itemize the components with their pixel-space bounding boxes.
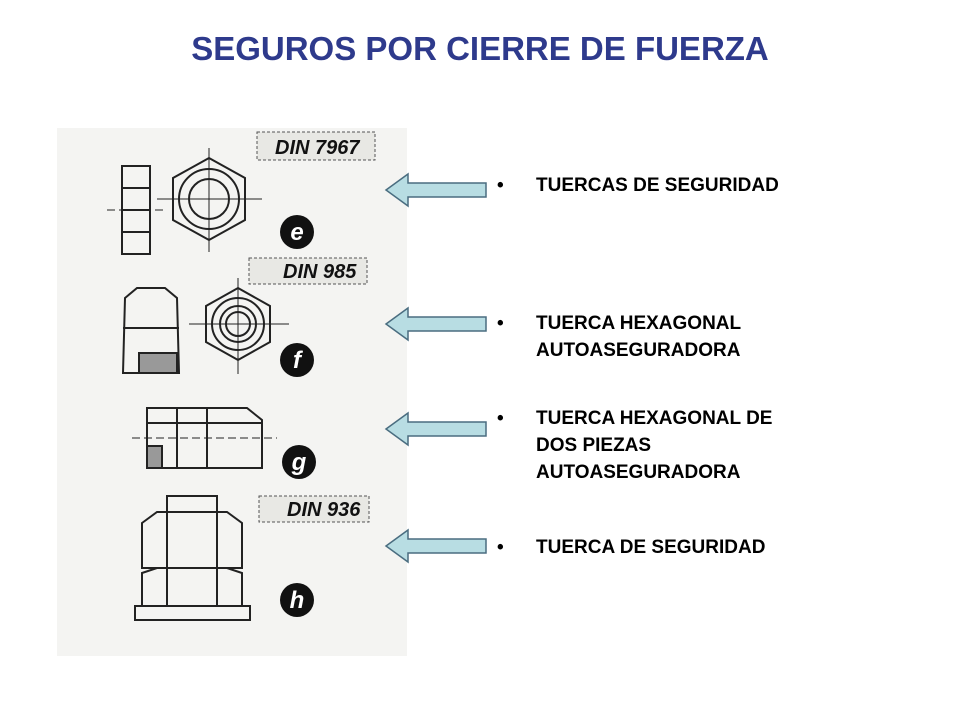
bullet-marker: • (497, 313, 504, 334)
letter-e: e (290, 219, 303, 246)
letter-f: f (293, 347, 303, 374)
arrow-left-icon (384, 411, 487, 447)
bullet-marker: • (497, 537, 504, 558)
figure-letters: e f g h (280, 215, 316, 617)
slide-title: SEGUROS POR CIERRE DE FUERZA (191, 30, 769, 67)
letter-h: h (290, 587, 305, 614)
arrow-left-icon (384, 172, 487, 208)
bullet-item-4: • TUERCA DE SEGURIDAD (497, 534, 937, 561)
bullet-item-3: • TUERCA HEXAGONAL DE DOS PIEZAS AUTOASE… (497, 405, 937, 486)
nut-drawings-figure: DIN 7967 DIN 985 DIN 936 e f g h (57, 128, 407, 656)
nut-drawing-g (132, 407, 277, 469)
bullet-text: TUERCAS DE SEGURIDAD (536, 175, 779, 196)
bullet-marker: • (497, 175, 504, 196)
din-label-1: DIN 7967 (275, 137, 360, 159)
din-label-3: DIN 936 (287, 499, 361, 521)
din-label-2: DIN 985 (283, 261, 357, 283)
bullet-text: TUERCA HEXAGONAL DE DOS PIEZAS AUTOASEGU… (536, 408, 773, 483)
arrow-left-icon (384, 528, 487, 564)
din-labels: DIN 7967 DIN 985 DIN 936 (248, 131, 376, 523)
bullet-item-1: • TUERCAS DE SEGURIDAD (497, 172, 937, 199)
arrow-left-icon (384, 306, 487, 342)
nut-drawing-f (121, 278, 289, 374)
nut-drawing-e (107, 148, 262, 255)
bullet-text: TUERCA DE SEGURIDAD (536, 537, 766, 558)
nut-drawing-h (134, 495, 251, 621)
bullet-text: TUERCA HEXAGONAL AUTOASEGURADORA (536, 313, 742, 361)
bullet-marker: • (497, 408, 504, 429)
bullet-item-2: • TUERCA HEXAGONAL AUTOASEGURADORA (497, 310, 937, 364)
letter-g: g (291, 449, 307, 476)
